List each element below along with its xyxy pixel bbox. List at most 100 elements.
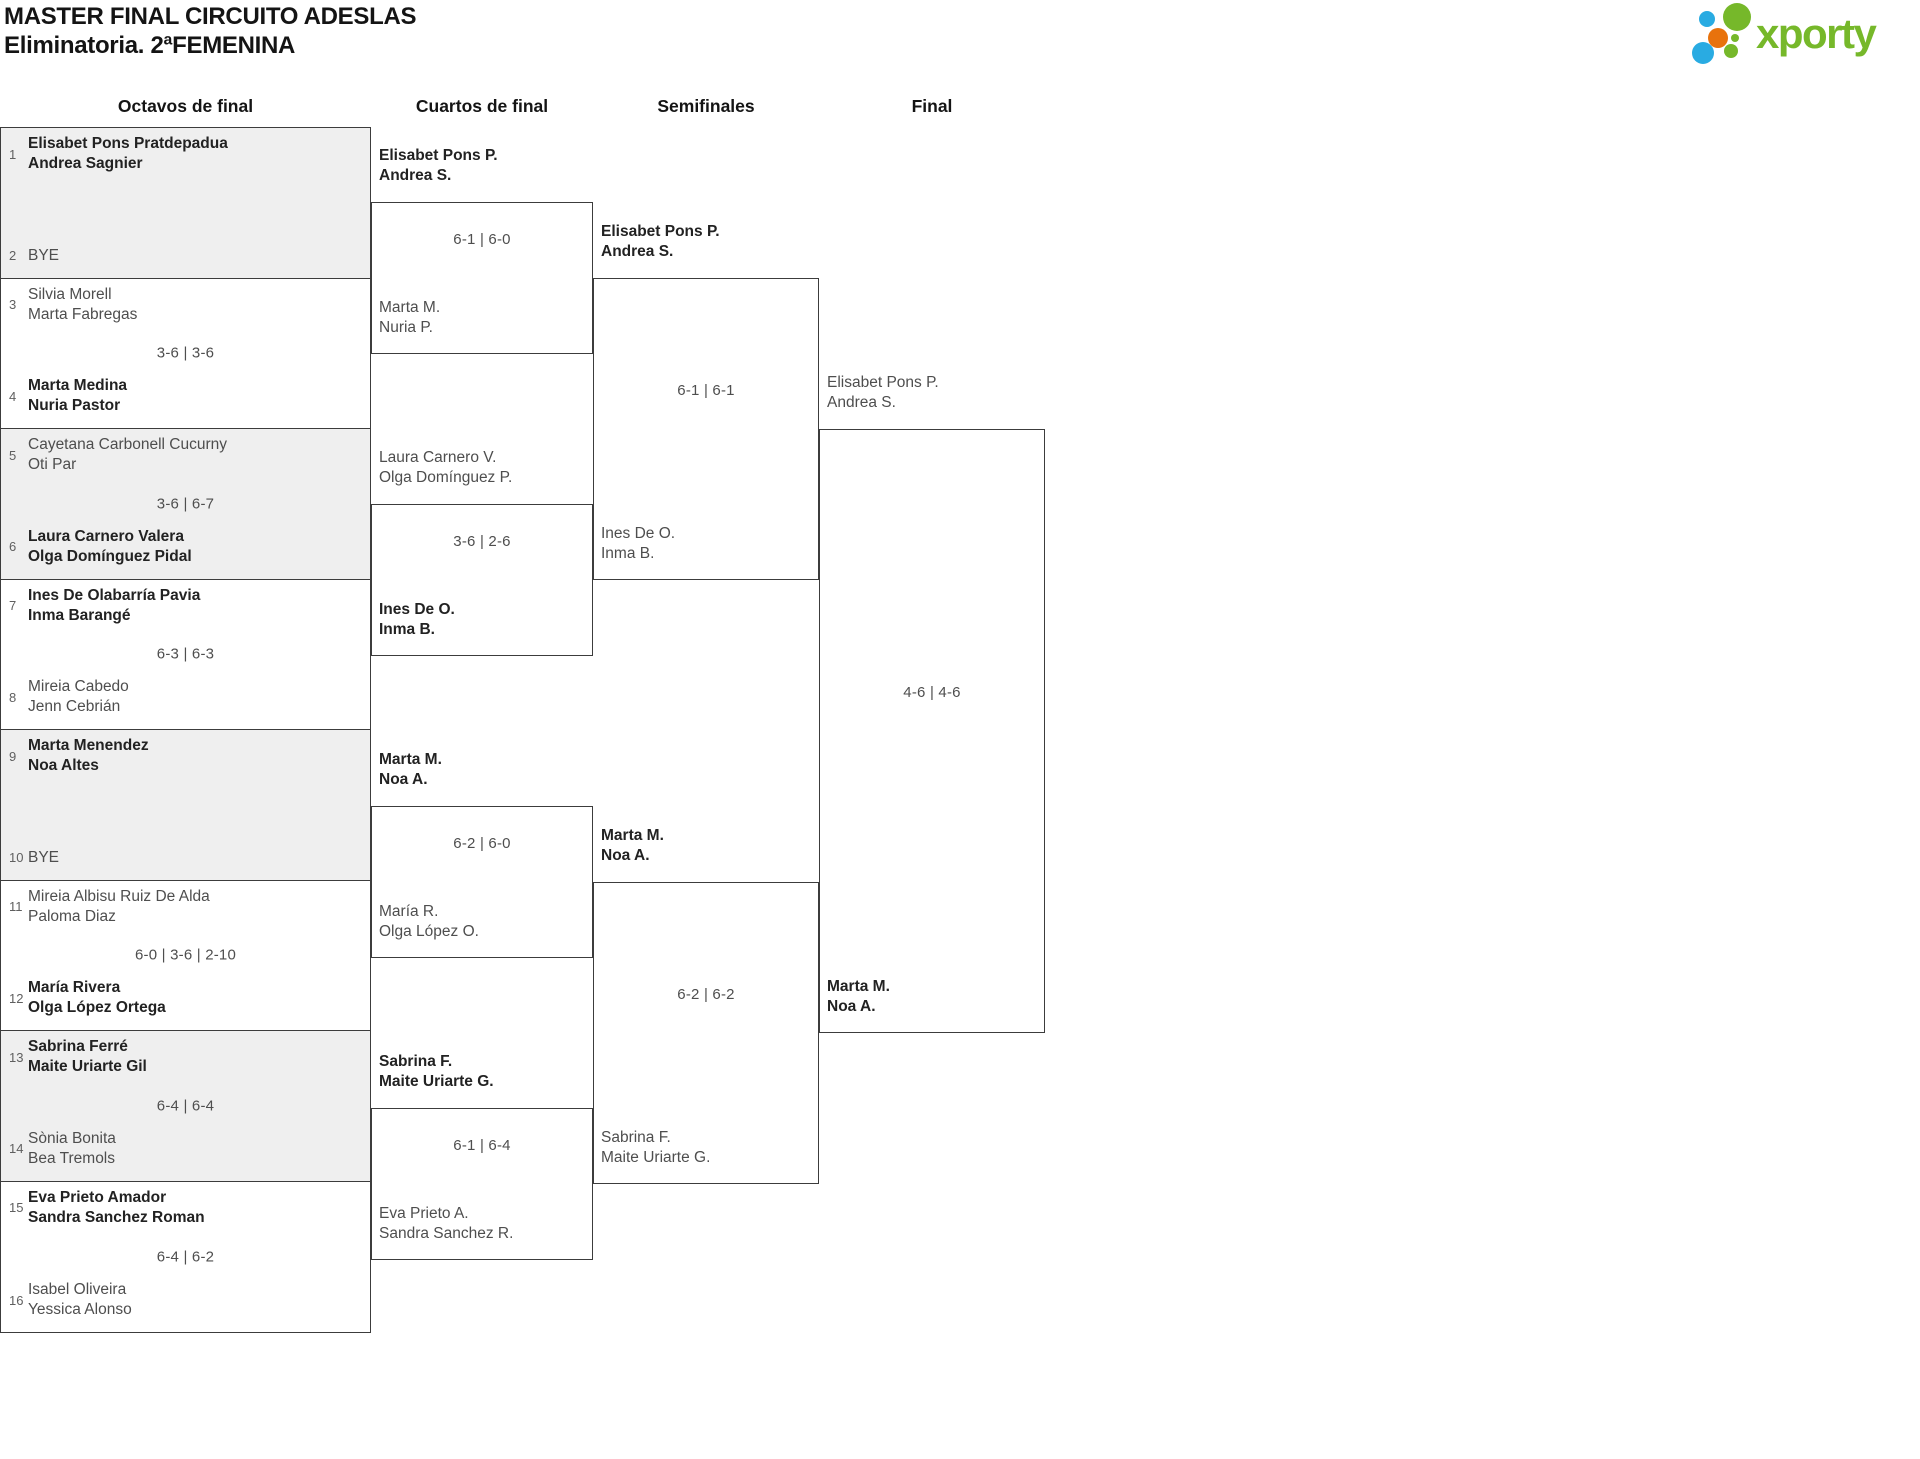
match-score: 6-4 | 6-4 (156, 1097, 215, 1115)
team-seed: 16 (9, 1292, 24, 1308)
team-seed: 9 (9, 748, 17, 764)
match-score: 6-2 | 6-2 (677, 986, 735, 1003)
team-seed: 4 (9, 388, 17, 404)
cuartos-match-box-4 (371, 1108, 593, 1260)
logo-dot-blue-small (1699, 11, 1715, 27)
match-score: 4-6 | 4-6 (903, 684, 961, 701)
logo-dot-orange (1708, 28, 1728, 48)
round-header-semifinales: Semifinales (657, 96, 755, 116)
cuartos-match-box-3 (371, 806, 593, 958)
round-header-cuartos: Cuartos de final (415, 96, 549, 116)
cuartos-2-bottom-team: Ines De O.Inma B. (379, 601, 455, 638)
cuartos-3-top-team: Marta M.Noa A. (379, 751, 442, 788)
final-bottom-team: Marta M.Noa A. (827, 978, 890, 1015)
team-seed: 14 (9, 1141, 24, 1156)
match-score: 6-4 | 6-2 (156, 1248, 215, 1266)
semifinal-2-top-team: Marta M.Noa A. (601, 827, 664, 864)
cuartos-match-box-1 (371, 202, 593, 354)
team-entry-2: 2 BYE (7, 246, 364, 266)
team-seed: 12 (9, 990, 24, 1006)
team-seed: 3 (9, 297, 17, 312)
logo-dot-blue-large (1692, 42, 1714, 64)
match-score: 3-6 | 3-6 (156, 344, 215, 362)
page-subtitle: Eliminatoria. 2ªFEMENINA (4, 32, 296, 59)
page-title: MASTER FINAL CIRCUITO ADESLAS (4, 3, 417, 30)
cuartos-2-top-team: Laura Carnero V.Olga Domínguez P. (379, 449, 513, 486)
logo-dot-green-large (1723, 3, 1751, 31)
cuartos-4-top-team: Sabrina F.Maite Uriarte G. (379, 1053, 494, 1090)
semifinal-match-box-1 (593, 278, 819, 580)
match-score: 6-3 | 6-3 (156, 645, 215, 663)
match-score: 6-1 | 6-0 (453, 231, 511, 248)
match-score: 6-1 | 6-1 (677, 382, 735, 399)
page-header: MASTER FINAL CIRCUITO ADESLAS Eliminator… (4, 2, 417, 60)
semifinal-2-bottom-team: Sabrina F.Maite Uriarte G. (601, 1129, 711, 1166)
team-seed: 6 (9, 539, 17, 554)
logo-dot-green-tiny (1731, 34, 1739, 42)
team-seed: 13 (9, 1049, 24, 1065)
round-header-octavos: Octavos de final (117, 96, 254, 116)
team-seed: 11 (9, 899, 23, 914)
cuartos-3-bottom-team: María R.Olga López O. (379, 903, 479, 940)
cuartos-match-box-2 (371, 504, 593, 656)
cuartos-1-bottom-team: Marta M.Nuria P. (379, 299, 441, 336)
final-top-team: Elisabet Pons P.Andrea S. (827, 374, 939, 411)
team-entry-10: 10 BYE (7, 848, 364, 868)
semifinal-match-box-2 (593, 882, 819, 1184)
cuartos-4-bottom-team: Eva Prieto A.Sandra Sanchez R. (379, 1205, 514, 1242)
cuartos-1-top-team: Elisabet Pons P.Andrea S. (379, 147, 498, 184)
match-score: 3-6 | 2-6 (453, 533, 511, 550)
team-seed: 8 (9, 689, 17, 705)
semifinal-1-top-team: Elisabet Pons P.Andrea S. (601, 223, 720, 260)
round-header-final: Final (911, 96, 953, 116)
team-names: BYE (28, 848, 60, 866)
match-score: 6-0 | 3-6 | 2-10 (134, 946, 237, 964)
team-seed: 15 (9, 1200, 24, 1215)
match-score: 6-1 | 6-4 (453, 1137, 511, 1154)
team-seed: 5 (9, 447, 17, 463)
team-seed: 10 (9, 850, 24, 865)
xporty-logo[interactable]: xporty (1688, 2, 1920, 68)
final-match-box (819, 429, 1045, 1033)
semifinal-1-bottom-team: Ines De O.Inma B. (601, 525, 676, 562)
match-score: 3-6 | 6-7 (156, 495, 215, 513)
match-score: 6-2 | 6-0 (453, 835, 511, 852)
